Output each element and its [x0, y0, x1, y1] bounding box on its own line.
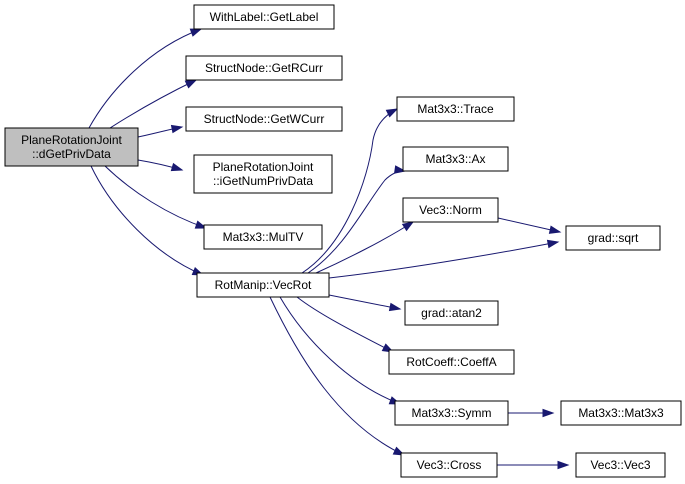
edge-line — [104, 165, 207, 229]
edge-arrowhead — [184, 79, 198, 89]
edge-arrowhead — [388, 302, 402, 312]
edge-line — [90, 165, 204, 276]
edge-vecrot-to-cross — [269, 296, 406, 456]
edge-line — [296, 296, 394, 353]
node-label: Vec3::Norm — [419, 203, 482, 217]
node-box — [185, 55, 343, 81]
edge-root-to-multv — [104, 165, 208, 229]
node-label: RotManip::VecRot — [215, 278, 312, 292]
edge-symm-to-mat3x3 — [507, 408, 555, 418]
node-label: ::iGetNumPrivData — [213, 174, 313, 188]
node-box — [203, 224, 323, 250]
node-atan2[interactable]: grad::atan2 — [404, 300, 499, 326]
node-box — [400, 452, 498, 478]
edge-arrowhead — [546, 239, 560, 249]
node-box — [388, 349, 515, 375]
node-label: Mat3x3::MulTV — [223, 230, 304, 244]
edge-arrowhead — [385, 108, 399, 118]
node-box — [565, 225, 661, 251]
edge-arrowhead — [557, 460, 570, 470]
edge-arrowhead — [194, 220, 208, 229]
node-getlabel[interactable]: WithLabel::GetLabel — [193, 4, 335, 30]
node-box — [394, 400, 509, 426]
node-vec3[interactable]: Vec3::Vec3 — [575, 452, 666, 478]
node-box — [560, 400, 682, 426]
node-multv[interactable]: Mat3x3::MulTV — [203, 224, 323, 250]
node-box — [404, 300, 499, 326]
node-norm[interactable]: Vec3::Norm — [402, 197, 499, 223]
node-label: Vec3::Cross — [417, 458, 482, 472]
edge-root-to-igetnum — [137, 159, 184, 172]
node-box — [196, 272, 330, 298]
edge-vecrot-to-trace — [301, 108, 399, 274]
edge-arrowhead — [170, 124, 184, 134]
node-label: RotCoeff::CoeffA — [406, 355, 496, 369]
node-label: Vec3::Vec3 — [590, 458, 650, 472]
node-label: StructNode::GetRCurr — [205, 61, 323, 75]
edge-line — [315, 221, 414, 274]
nodes-layer: PlaneRotationJoint::dGetPrivData WithLabe… — [4, 4, 682, 478]
node-box — [193, 154, 333, 194]
node-label: Mat3x3::Symm — [411, 406, 491, 420]
node-label: Mat3x3::Mat3x3 — [578, 406, 664, 420]
edge-arrowhead — [170, 162, 184, 172]
edge-vecrot-to-ax — [307, 165, 407, 274]
edge-line — [279, 296, 401, 405]
edge-arrowhead — [189, 28, 203, 37]
node-box — [575, 452, 666, 478]
edge-line — [109, 79, 197, 129]
node-trace[interactable]: Mat3x3::Trace — [396, 96, 515, 122]
edge-vecrot-to-sqrt — [328, 239, 560, 279]
edge-arrowhead — [401, 221, 415, 232]
node-label: grad::sqrt — [588, 231, 639, 245]
edge-arrowhead — [393, 165, 407, 174]
node-label: WithLabel::GetLabel — [210, 10, 319, 24]
node-box — [4, 127, 139, 167]
node-label: PlaneRotationJoint — [21, 133, 122, 147]
edge-cross-to-vec3 — [497, 460, 570, 470]
node-getwcurr[interactable]: StructNode::GetWCurr — [185, 106, 343, 132]
node-label: grad::atan2 — [421, 306, 482, 320]
node-symm[interactable]: Mat3x3::Symm — [394, 400, 509, 426]
edge-line — [328, 241, 559, 279]
node-label: PlaneRotationJoint — [213, 160, 314, 174]
node-root[interactable]: PlaneRotationJoint::dGetPrivData — [4, 127, 139, 167]
edge-arrowhead — [548, 225, 562, 234]
node-label: StructNode::GetWCurr — [204, 112, 325, 126]
node-box — [402, 197, 499, 223]
edge-norm-to-sqrt — [497, 217, 562, 234]
edge-vecrot-to-atan2 — [328, 294, 402, 312]
node-cross[interactable]: Vec3::Cross — [400, 452, 498, 478]
node-label: Mat3x3::Trace — [417, 102, 494, 116]
node-vecrot[interactable]: RotManip::VecRot — [196, 272, 330, 298]
node-mat3x3[interactable]: Mat3x3::Mat3x3 — [560, 400, 682, 426]
node-label: Mat3x3::Ax — [425, 152, 485, 166]
node-coeffa[interactable]: RotCoeff::CoeffA — [388, 349, 515, 375]
edge-arrowhead — [542, 408, 555, 418]
node-getrcurr[interactable]: StructNode::GetRCurr — [185, 55, 343, 81]
node-igetnum[interactable]: PlaneRotationJoint::iGetNumPrivData — [193, 154, 333, 194]
node-box — [185, 106, 343, 132]
node-sqrt[interactable]: grad::sqrt — [565, 225, 661, 251]
node-ax[interactable]: Mat3x3::Ax — [402, 146, 509, 172]
edge-root-to-getwcurr — [137, 124, 184, 138]
node-label: ::dGetPrivData — [32, 147, 111, 161]
edge-root-to-getrcurr — [109, 79, 198, 129]
node-box — [396, 96, 515, 122]
node-box — [193, 4, 335, 30]
node-box — [402, 146, 509, 172]
edge-line — [269, 296, 405, 456]
edge-line — [328, 294, 401, 310]
edge-line — [88, 28, 202, 129]
edge-line — [301, 108, 398, 274]
edge-vecrot-to-norm — [315, 221, 415, 274]
edge-root-to-getlabel — [88, 28, 203, 129]
